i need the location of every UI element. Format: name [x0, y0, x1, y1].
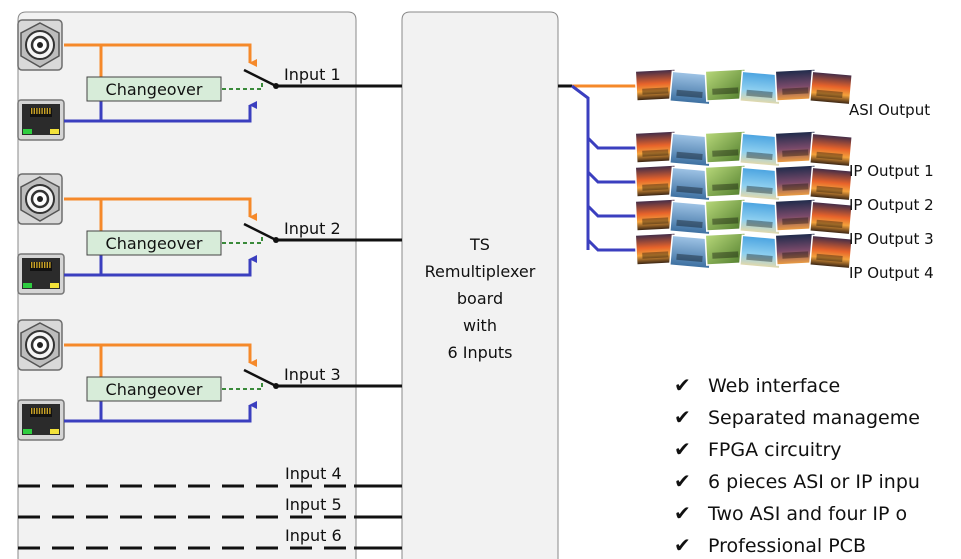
output-label: ASI Output	[849, 101, 930, 119]
switch-blade	[243, 222, 277, 242]
extra-input-5: Input 5	[18, 495, 402, 519]
feature-item: ✔ Web interface	[674, 373, 840, 397]
input-group-1: Changeover Input 1	[17, 19, 402, 141]
checkmark-icon: ✔	[674, 469, 691, 493]
output-label: IP Output 2	[849, 196, 934, 214]
feature-item: ✔ FPGA circuitry	[674, 437, 842, 461]
video-thumbnail-icon	[774, 198, 818, 232]
input-label: Input 4	[285, 464, 342, 483]
board-label-line: with	[463, 316, 497, 335]
ip-path	[64, 401, 257, 423]
input-label: Input 2	[284, 219, 341, 238]
video-thumbnail-icon	[808, 234, 854, 270]
checkmark-icon: ✔	[674, 533, 691, 557]
video-thumbnail-icon	[808, 70, 854, 106]
video-thumbnail-icon	[634, 68, 678, 102]
feature-item: ✔ Professional PCB	[674, 533, 866, 557]
input-label: Input 6	[285, 526, 342, 545]
video-thumbnail-icon	[668, 132, 714, 168]
video-thumbnail-icon	[738, 200, 784, 236]
changeover-label: Changeover	[106, 380, 203, 399]
input-group-3: Changeover Input 3	[17, 319, 402, 441]
feature-text: Professional PCB	[708, 535, 866, 557]
checkmark-icon: ✔	[674, 373, 691, 397]
board-label-line: 6 Inputs	[447, 343, 512, 362]
video-thumbnail-icon	[808, 132, 854, 168]
video-thumbnail-icon	[668, 200, 714, 236]
switch-blade	[243, 368, 277, 388]
video-thumbnail-icon	[808, 166, 854, 202]
feature-item: ✔ Two ASI and four IP o	[674, 501, 907, 525]
video-thumbnail-icon	[774, 164, 818, 198]
feature-text: 6 pieces ASI or IP inpu	[708, 471, 920, 493]
input-label: Input 5	[285, 495, 342, 514]
feature-item: ✔ 6 pieces ASI or IP inpu	[674, 469, 920, 493]
video-thumbnail-strip	[634, 68, 854, 106]
video-thumbnail-icon	[738, 132, 784, 168]
output-label: IP Output 3	[849, 230, 934, 248]
switch-blade	[243, 68, 277, 88]
ip-path	[64, 101, 257, 123]
video-thumbnail-icon	[704, 232, 748, 266]
video-thumbnail-icon	[774, 232, 818, 266]
bnc-connector-icon	[17, 319, 63, 371]
video-thumbnail-icon	[738, 166, 784, 202]
video-thumbnail-strip	[634, 198, 854, 236]
input-label: Input 1	[284, 65, 341, 84]
video-thumbnail-icon	[668, 234, 714, 270]
checkmark-icon: ✔	[674, 437, 691, 461]
video-thumbnail-icon	[774, 130, 818, 164]
video-thumbnail-icon	[774, 68, 818, 102]
changeover-box	[86, 230, 222, 256]
bnc-connector-icon	[17, 19, 63, 71]
input-group-2: Changeover Input 2	[17, 173, 402, 295]
asi-path	[64, 197, 257, 221]
video-thumbnail-strip	[634, 232, 854, 270]
video-thumbnail-icon	[668, 70, 714, 106]
extra-input-6: Input 6	[18, 526, 402, 550]
output-label: IP Output 1	[849, 162, 934, 180]
changeover-box	[86, 76, 222, 102]
extra-input-4: Input 4	[18, 464, 402, 488]
feature-item: ✔ Separated manageme	[674, 405, 920, 429]
checkmark-icon: ✔	[674, 501, 691, 525]
asi-path	[64, 343, 257, 367]
video-thumbnail-icon	[738, 234, 784, 270]
board-label-line: Remultiplexer	[425, 262, 536, 281]
video-thumbnail-icon	[634, 232, 678, 266]
changeover-label: Changeover	[106, 234, 203, 253]
video-thumbnail-strip	[634, 130, 854, 168]
asi-path	[64, 43, 257, 67]
feature-text: Separated manageme	[708, 407, 920, 429]
board-label-line: TS	[469, 235, 490, 254]
video-thumbnail-icon	[704, 130, 748, 164]
ip-path	[64, 255, 257, 277]
board-label: TS Remultiplexer board with 6 Inputs	[425, 235, 536, 362]
feature-text: Two ASI and four IP o	[707, 503, 907, 525]
rj45-port-icon	[17, 99, 65, 141]
input-label: Input 3	[284, 365, 341, 384]
video-thumbnail-icon	[668, 166, 714, 202]
ip-output-trunk	[571, 84, 590, 250]
output-label: IP Output 4	[849, 264, 934, 282]
remux-board	[401, 11, 559, 559]
rj45-port-icon	[17, 399, 65, 441]
video-thumbnail-strip	[634, 164, 854, 202]
video-thumbnail-icon	[808, 200, 854, 236]
video-thumbnail-icon	[738, 70, 784, 106]
checkmark-icon: ✔	[674, 405, 691, 429]
feature-text: Web interface	[708, 375, 840, 397]
changeover-box	[86, 376, 222, 402]
bnc-connector-icon	[17, 173, 63, 225]
board-label-line: board	[457, 289, 503, 308]
rj45-port-icon	[17, 253, 65, 295]
changeover-label: Changeover	[106, 80, 203, 99]
feature-text: FPGA circuitry	[708, 439, 842, 461]
